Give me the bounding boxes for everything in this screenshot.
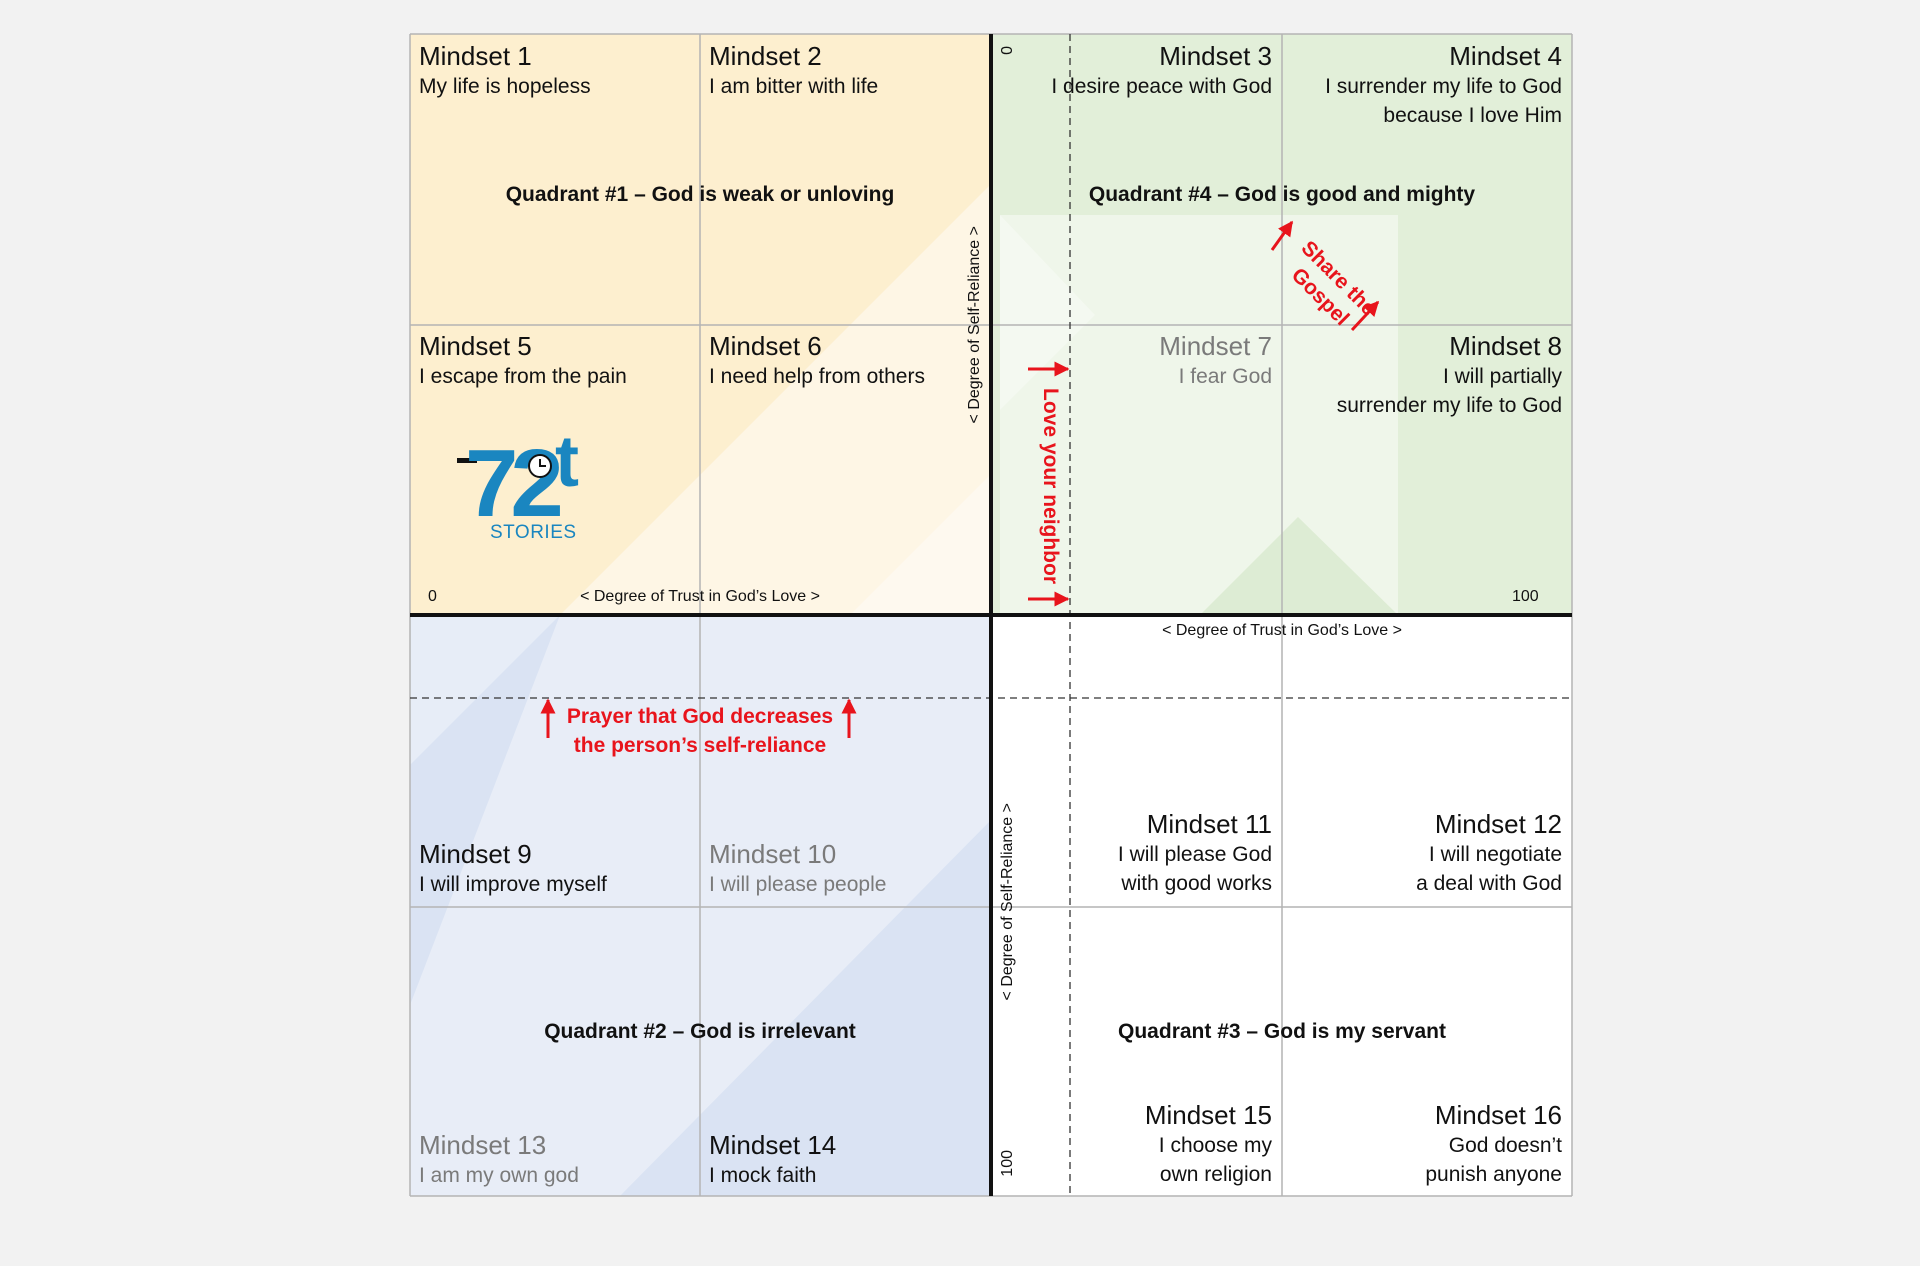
mindset-description: God doesn’t bbox=[1448, 1134, 1562, 1157]
mindset-title: Mindset 13 bbox=[419, 1130, 547, 1160]
mindset-description: I mock faith bbox=[709, 1164, 817, 1187]
watermark-arrow-quadrant-1 bbox=[560, 184, 991, 615]
mindset-12: Mindset 12 I will negotiate a deal with Go… bbox=[1416, 808, 1562, 898]
logo-caption: STORIES bbox=[490, 522, 577, 543]
mindset-5: Mindset 5 I escape from the pain bbox=[419, 330, 627, 391]
quadrant-1-label: Quadrant #1 – God is weak or unloving bbox=[505, 183, 895, 206]
mindset-title: Mindset 12 bbox=[1434, 809, 1562, 839]
logo-dash bbox=[457, 458, 477, 463]
axis-self-reliance-label-lower: < Degree of Self-Reliance > bbox=[999, 803, 1016, 1001]
clock-icon bbox=[528, 454, 552, 478]
mindset-description: punish anyone bbox=[1425, 1163, 1562, 1186]
mindset-15: Mindset 15 I choose my own religion bbox=[1145, 1099, 1272, 1189]
mindset-description: I am bitter with life bbox=[709, 75, 879, 98]
mindset-title: Mindset 10 bbox=[709, 839, 837, 869]
mindset-9: Mindset 9 I will improve myself bbox=[419, 838, 607, 899]
share-gospel-arrow-lower bbox=[1350, 300, 1380, 332]
mindset-description: I am my own god bbox=[419, 1164, 579, 1187]
share-gospel-arrow-upper bbox=[1270, 220, 1294, 251]
mindset-2: Mindset 2 I am bitter with life bbox=[709, 40, 878, 101]
axis-hundred-bottom: 100 bbox=[999, 1150, 1016, 1177]
watermark-box-quadrant-4 bbox=[1000, 215, 1398, 615]
axis-zero-top: 0 bbox=[999, 46, 1016, 55]
mindset-10: Mindset 10 I will please people bbox=[709, 838, 886, 899]
mindset-7: Mindset 7 I fear God bbox=[1159, 330, 1272, 391]
mindset-description: a deal with God bbox=[1416, 872, 1562, 895]
axis-zero-bottom-left: 0 bbox=[428, 588, 437, 605]
mindset-description: I desire peace with God bbox=[1051, 75, 1272, 98]
mindset-16: Mindset 16 God doesn’t punish anyone bbox=[1425, 1099, 1562, 1189]
mindset-title: Mindset 11 bbox=[1146, 809, 1272, 839]
quadrant-4-label: Quadrant #4 – God is good and mighty bbox=[1088, 183, 1476, 206]
mindset-title: Mindset 15 bbox=[1144, 1100, 1272, 1130]
mindset-description: My life is hopeless bbox=[419, 75, 591, 98]
mindset-description: I surrender my life to God bbox=[1325, 75, 1562, 98]
mindset-title: Mindset 5 bbox=[419, 331, 532, 361]
mindset-description: I will please God bbox=[1117, 843, 1272, 866]
logo-72t-stories: 72 t STORIES bbox=[455, 426, 590, 548]
mindset-title: Mindset 3 bbox=[1159, 41, 1272, 71]
mindset-title: Mindset 9 bbox=[419, 839, 532, 869]
logo-number: 72 bbox=[465, 430, 564, 537]
mindset-11: Mindset 11 I will please God with good wor… bbox=[1118, 808, 1272, 898]
mindset-4: Mindset 4 I surrender my life to God becau… bbox=[1325, 40, 1562, 130]
mindset-8: Mindset 8 I will partially surrender my li… bbox=[1337, 330, 1562, 420]
mindset-title: Mindset 16 bbox=[1434, 1100, 1562, 1130]
love-neighbor-annotation: Love your neighbor bbox=[1039, 388, 1062, 585]
mindset-title: Mindset 8 bbox=[1449, 331, 1562, 361]
mindset-3: Mindset 3 I desire peace with God bbox=[1051, 40, 1272, 101]
mindset-description: own religion bbox=[1159, 1163, 1272, 1186]
prayer-line-1: Prayer that God decreases bbox=[566, 705, 834, 728]
mindset-13: Mindset 13 I am my own god bbox=[419, 1129, 579, 1190]
watermark-peak-quadrant-4 bbox=[1200, 517, 1398, 615]
mindset-description: with good works bbox=[1121, 872, 1272, 895]
mindset-title: Mindset 2 bbox=[709, 41, 822, 71]
mindset-title: Mindset 4 bbox=[1449, 41, 1562, 71]
mindset-description: I choose my bbox=[1158, 1134, 1272, 1157]
prayer-annotation: Prayer that God decreases the person’s s… bbox=[567, 702, 833, 760]
mindset-description: I fear God bbox=[1178, 365, 1272, 388]
logo-cross: t bbox=[555, 422, 579, 502]
quadrant-3-label: Quadrant #3 – God is my servant bbox=[1118, 1020, 1446, 1043]
quadrant-2-label: Quadrant #2 – God is irrelevant bbox=[544, 1020, 856, 1043]
mindset-description: surrender my life to God bbox=[1336, 394, 1562, 417]
axis-trust-label-lower: < Degree of Trust in God’s Love > bbox=[1162, 622, 1402, 639]
mindset-description: I will partially bbox=[1442, 365, 1562, 388]
mindset-description: I will negotiate bbox=[1428, 843, 1562, 866]
mindset-description: I will improve myself bbox=[419, 873, 607, 896]
mindset-6: Mindset 6 I need help from others bbox=[709, 330, 925, 391]
mindset-description: I escape from the pain bbox=[419, 365, 627, 388]
prayer-line-2: the person’s self-reliance bbox=[573, 734, 827, 757]
mindset-title: Mindset 7 bbox=[1159, 331, 1272, 361]
axis-hundred-bottom-right: 100 bbox=[1512, 588, 1539, 605]
mindset-title: Mindset 1 bbox=[419, 41, 532, 71]
watermark-arrow-quadrant-2 bbox=[410, 615, 560, 765]
mindset-14: Mindset 14 I mock faith bbox=[709, 1129, 836, 1190]
mindset-title: Mindset 6 bbox=[709, 331, 822, 361]
watermark-chevron-quadrant-4 bbox=[1000, 215, 1095, 410]
mindset-1: Mindset 1 My life is hopeless bbox=[419, 40, 591, 101]
mindset-description: because I love Him bbox=[1383, 104, 1562, 127]
axis-self-reliance-label-upper: < Degree of Self-Reliance > bbox=[966, 226, 983, 424]
mindset-description: I need help from others bbox=[709, 365, 925, 388]
mindset-description: I will please people bbox=[709, 873, 887, 896]
axis-trust-label-upper: < Degree of Trust in God’s Love > bbox=[580, 588, 820, 605]
mindset-title: Mindset 14 bbox=[709, 1130, 837, 1160]
